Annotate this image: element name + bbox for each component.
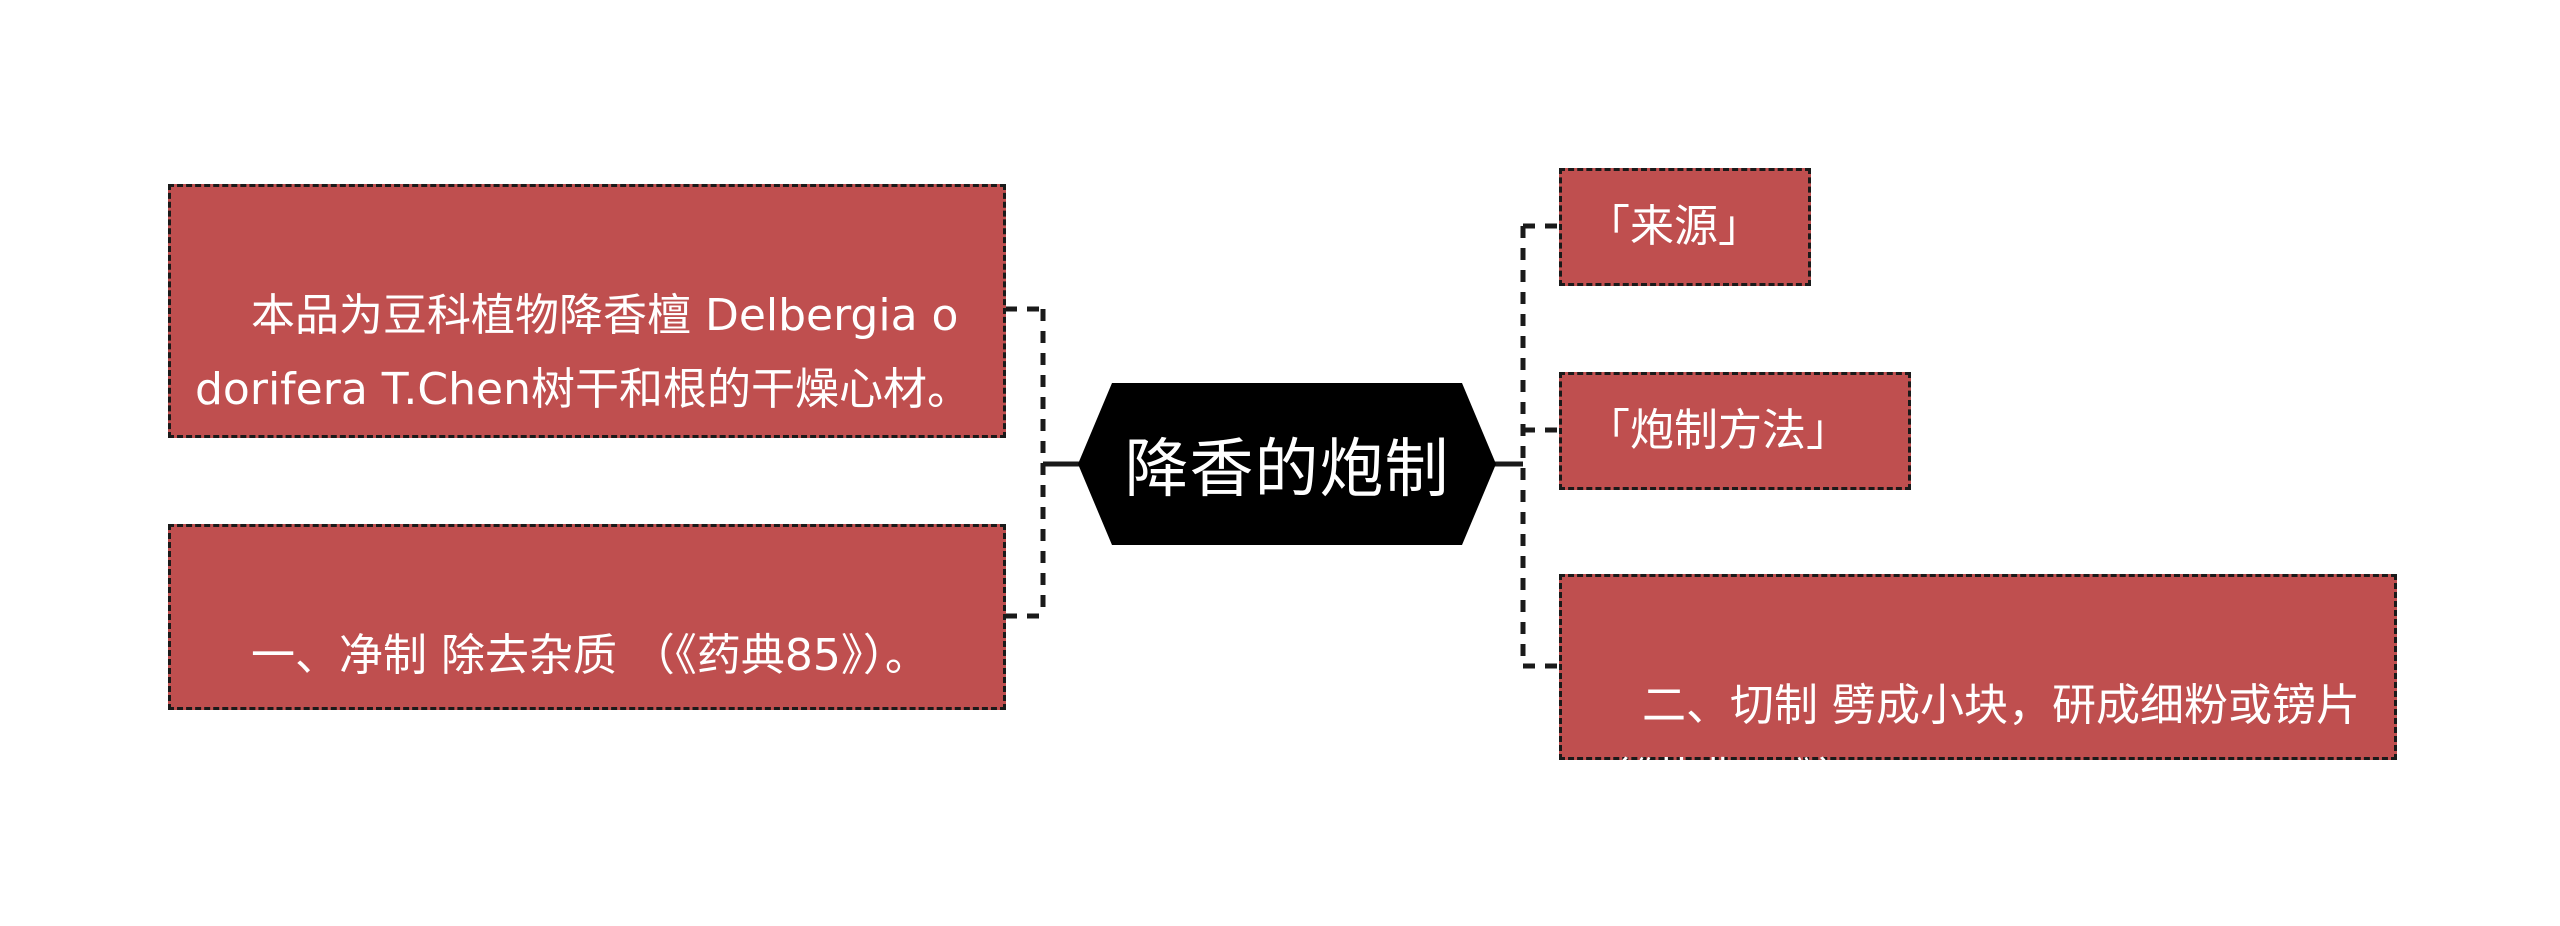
- center-topic[interactable]: 降香的炮制: [1078, 383, 1496, 545]
- right-node-source-text: 「来源」: [1586, 201, 1762, 252]
- left-node-purification-text: 一、净制 除去杂质 （《药典85》）。: [250, 630, 929, 681]
- center-hexagon-shape: [1078, 383, 1496, 545]
- right-node-cutting-text: 二、切制 劈成小块，研成细粉或镑片（《药典85》）。: [1586, 680, 2360, 805]
- left-node-source-description-text: 本品为豆科植物降香檀 Delbergia odorifera T.Chen树干和…: [195, 290, 971, 415]
- left-node-purification[interactable]: 一、净制 除去杂质 （《药典85》）。: [168, 524, 1006, 710]
- right-node-cutting[interactable]: 二、切制 劈成小块，研成细粉或镑片（《药典85》）。: [1559, 574, 2397, 805]
- right-node-processing-method[interactable]: 「炮制方法」: [1559, 372, 1911, 490]
- right-node-source[interactable]: 「来源」: [1559, 168, 1811, 286]
- center-topic-label: 降香的炮制: [1124, 433, 1450, 507]
- left-node-source-description[interactable]: 本品为豆科植物降香檀 Delbergia odorifera T.Chen树干和…: [168, 184, 1006, 438]
- right-node-processing-method-text: 「炮制方法」: [1586, 405, 1850, 456]
